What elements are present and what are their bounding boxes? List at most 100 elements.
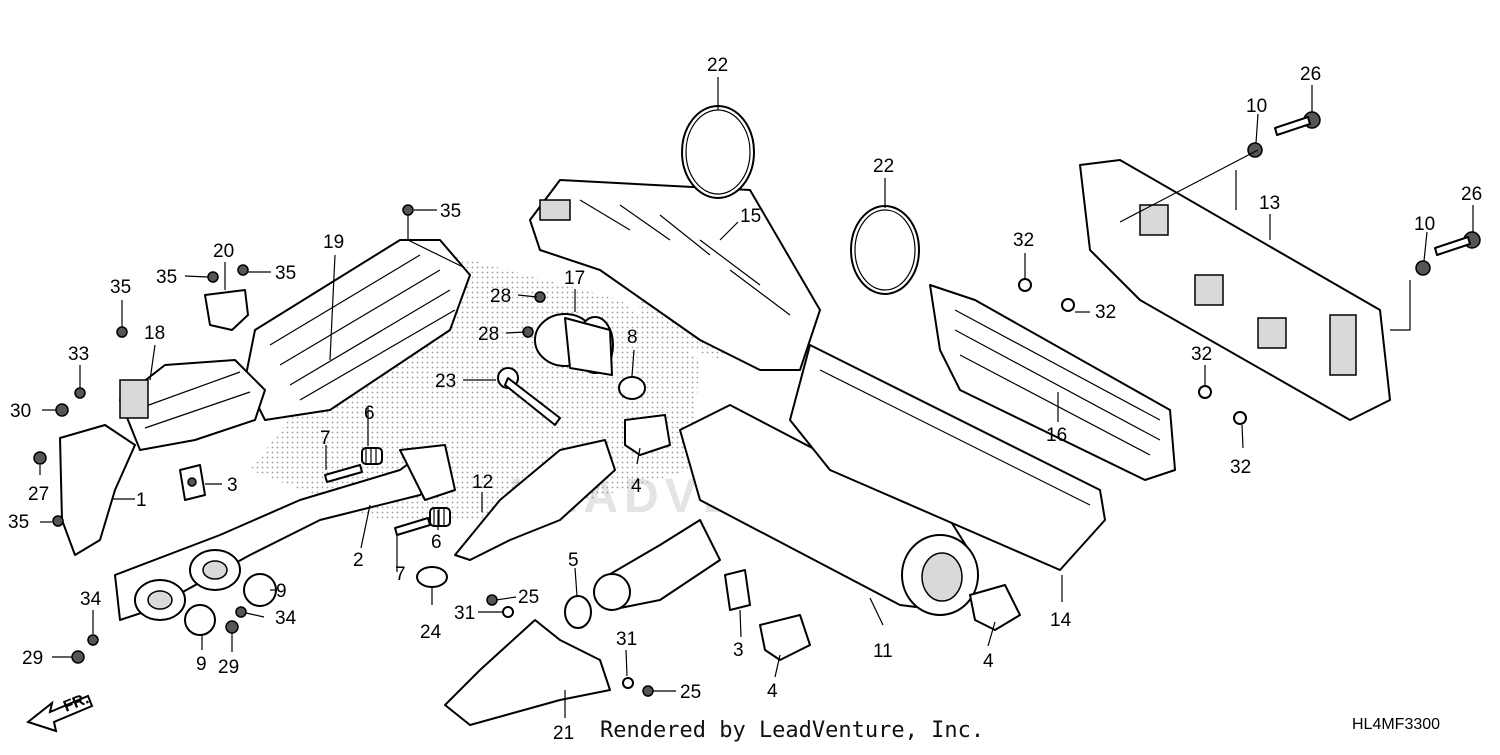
callout-6-lower: 6 (431, 532, 442, 553)
clamp-band-24 (416, 566, 448, 588)
heat-shield-18 (119, 359, 266, 451)
washer-31-lower (622, 677, 634, 689)
bolt-35-d (52, 515, 64, 527)
callout-32-a: 32 (1013, 230, 1034, 251)
nut-29-b (225, 620, 239, 634)
callout-28-lower: 28 (478, 324, 499, 345)
bolt-26-upper-shaft (1274, 116, 1311, 136)
callout-20: 20 (213, 241, 234, 262)
callout-3-right: 3 (733, 640, 744, 661)
rubber-mount-3-left (179, 464, 206, 501)
washer-10-upper (1247, 142, 1263, 158)
gasket-17 (534, 313, 614, 376)
callout-7-lower: 7 (395, 564, 406, 585)
callout-13: 13 (1259, 193, 1280, 214)
sensor-23 (497, 367, 561, 426)
callout-10-right: 10 (1414, 214, 1435, 235)
callout-4-lower: 4 (767, 681, 778, 702)
spring-6-lower (429, 507, 451, 527)
muffler-cover-15 (529, 179, 821, 371)
nut-30 (55, 403, 69, 417)
grommet-32-b (1061, 298, 1075, 312)
grommet-32-d (1233, 411, 1247, 425)
callout-18: 18 (144, 323, 165, 344)
front-label: FR. (61, 690, 91, 715)
nut-34-a (87, 634, 99, 646)
bolt-35-top (402, 204, 414, 216)
callout-28-upper: 28 (490, 286, 511, 307)
callout-4-right: 4 (983, 651, 994, 672)
protector-16 (929, 284, 1176, 481)
callout-29-right: 29 (218, 657, 239, 678)
callout-22-upper: 22 (707, 55, 728, 76)
callout-25-upper: 25 (518, 587, 539, 608)
spring-6-upper (361, 447, 383, 465)
callout-33: 33 (68, 344, 89, 365)
callout-7-upper: 7 (320, 428, 331, 449)
bolt-7-lower (394, 517, 431, 536)
callout-23: 23 (435, 371, 456, 392)
render-credit: Rendered by LeadVenture, Inc. (600, 718, 985, 743)
band-22-upper (681, 105, 755, 199)
callout-31-lower: 31 (616, 629, 637, 650)
callout-26-upper: 26 (1300, 64, 1321, 85)
callout-35-d: 35 (8, 512, 29, 533)
callout-31-upper: 31 (454, 603, 475, 624)
callout-12: 12 (472, 472, 493, 493)
leader-lines (39, 77, 1474, 718)
callout-24: 24 (420, 622, 442, 643)
callout-34-right: 34 (275, 608, 297, 629)
callout-35-c: 35 (110, 277, 131, 298)
callout-29-left: 29 (22, 648, 43, 669)
callout-2: 2 (353, 550, 364, 571)
callout-11: 11 (873, 641, 893, 662)
cover-13 (1079, 159, 1391, 421)
callout-14: 14 (1050, 610, 1072, 631)
gasket-8 (618, 376, 646, 400)
callout-15: 15 (740, 206, 761, 227)
front-direction-arrow: FR. (25, 690, 94, 733)
gasket-9-left (184, 604, 216, 636)
bolt-7-upper (324, 464, 363, 483)
callout-32-d: 32 (1230, 457, 1251, 478)
callout-22-right: 22 (873, 156, 894, 177)
bracket-20 (204, 289, 249, 331)
rubber-mount-4-right (969, 584, 1021, 631)
rubber-mount-4-upper (624, 414, 671, 456)
callout-8: 8 (627, 327, 638, 348)
gasket-5 (564, 595, 592, 629)
callout-6-upper: 6 (364, 403, 375, 424)
band-22-right (850, 205, 920, 295)
callout-3-left: 3 (227, 475, 238, 496)
bolt-35-b (237, 264, 249, 276)
bracket-1 (59, 424, 136, 556)
nut-34-b (235, 606, 247, 618)
callout-10-upper: 10 (1246, 96, 1267, 117)
heat-shield-21 (444, 619, 611, 726)
callout-9-right: 9 (276, 581, 287, 602)
muffler-11 (593, 404, 979, 616)
rubber-mount-4-lower (759, 614, 811, 661)
callout-35-b: 35 (275, 263, 296, 284)
heat-shield-14 (789, 344, 1106, 571)
callout-34-left: 34 (80, 589, 102, 610)
callout-30: 30 (10, 401, 31, 422)
nut-29-a (71, 650, 85, 664)
grommet-32-c (1198, 385, 1212, 399)
callout-17: 17 (564, 268, 585, 289)
callout-4-upper: 4 (631, 476, 642, 497)
callout-35-a: 35 (156, 267, 177, 288)
bolt-35-a (207, 271, 219, 283)
callout-labels: 1 2 3 3 4 4 4 5 6 6 7 7 8 9 9 10 10 11 1… (8, 55, 1482, 744)
callout-27: 27 (28, 484, 49, 505)
rubber-mount-3-right (724, 569, 751, 611)
callout-9-left: 9 (196, 654, 207, 675)
callout-19: 19 (323, 232, 344, 253)
callout-35-top: 35 (440, 201, 461, 222)
callout-26-right: 26 (1461, 184, 1482, 205)
bolt-35-c (116, 326, 128, 338)
bolt-25-lower (642, 685, 654, 697)
washer-31-upper (502, 606, 514, 618)
callout-32-c: 32 (1191, 344, 1212, 365)
